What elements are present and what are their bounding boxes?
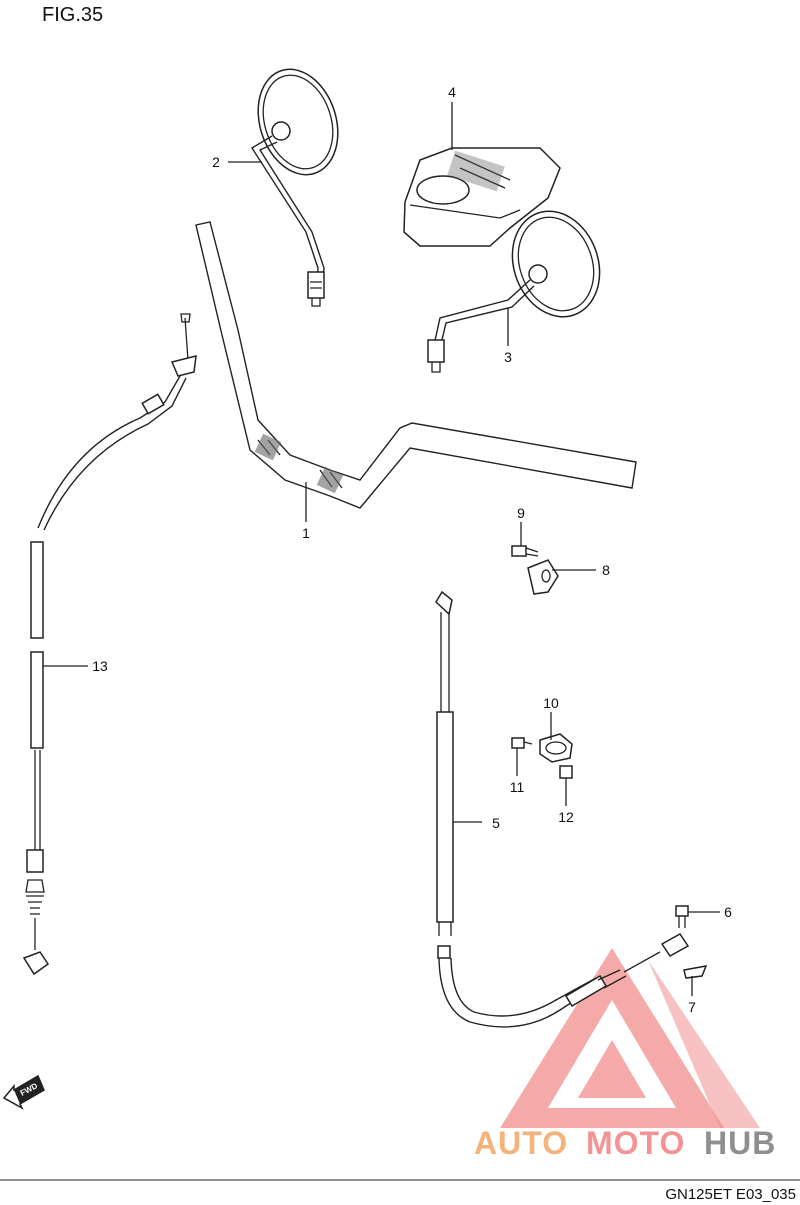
- callout-12: 12: [558, 809, 574, 825]
- callout-numbers: 1 2 3 4 5 6 7 8 9 10 11 12 13: [92, 84, 732, 1015]
- watermark-logo: [500, 948, 760, 1128]
- clutch-cable: [22, 313, 197, 976]
- callout-4: 4: [448, 84, 456, 100]
- callout-8: 8: [602, 562, 610, 578]
- watermark-auto: AUTO: [474, 1125, 568, 1161]
- watermark-moto: MOTO: [586, 1125, 685, 1161]
- callout-13: 13: [92, 658, 108, 674]
- holder-bolt-8-9: [511, 545, 559, 595]
- callout-2: 2: [212, 154, 220, 170]
- callout-11: 11: [510, 779, 525, 795]
- callout-7: 7: [688, 999, 696, 1015]
- right-mirror: [427, 210, 601, 373]
- throttle-cable: [435, 590, 661, 1028]
- meter-housing: [403, 147, 561, 247]
- callout-leaders: [43, 102, 720, 996]
- callout-5: 5: [492, 815, 500, 831]
- callout-6: 6: [724, 904, 732, 920]
- callout-9: 9: [517, 505, 525, 521]
- figure-code: GN125ET E03_035: [665, 1186, 796, 1203]
- watermark-text: AUTO MOTO HUB: [474, 1125, 776, 1161]
- callout-10: 10: [543, 695, 559, 711]
- callout-3: 3: [504, 349, 512, 365]
- fwd-arrow-icon: FWD: [2, 1074, 45, 1110]
- callout-1: 1: [302, 525, 310, 541]
- left-mirror: [251, 68, 339, 307]
- figure-title: FIG.35: [42, 4, 104, 26]
- handlebar: [195, 221, 637, 509]
- clamp-parts-10-12: [511, 733, 573, 779]
- cable-end-parts: [660, 905, 708, 979]
- watermark-hub: HUB: [704, 1125, 776, 1161]
